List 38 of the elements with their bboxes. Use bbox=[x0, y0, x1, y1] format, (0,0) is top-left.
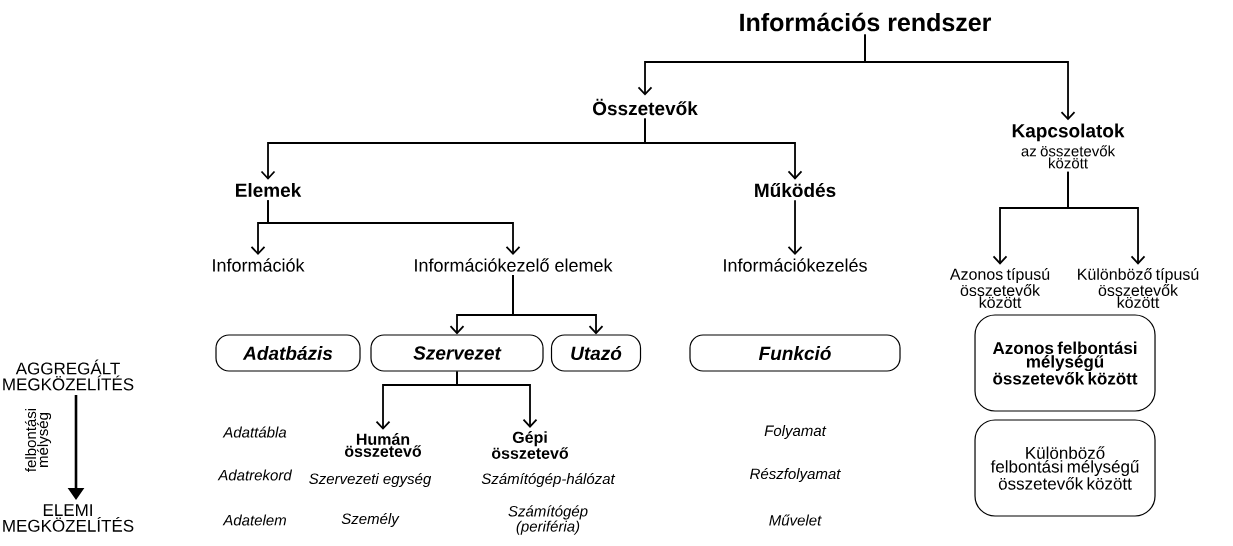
node-label: Azonos típusú összetevők között bbox=[949, 268, 1050, 308]
side-label: ELEMI MEGKÖZELÍTÉS bbox=[3, 504, 134, 532]
item-label: Művelet bbox=[769, 514, 822, 526]
item-label: Részfolyamat bbox=[750, 467, 841, 483]
heading-label: Működés bbox=[755, 182, 836, 198]
heading-label: Kapcsolatok az összetevők között bbox=[1012, 123, 1125, 169]
node-label: Információkezelő elemek bbox=[415, 258, 613, 272]
arrow bbox=[456, 370, 538, 428]
item-label: Adatelem bbox=[222, 514, 286, 526]
node-label: Információkezelés bbox=[724, 258, 867, 272]
item-label: Személy bbox=[341, 512, 400, 528]
title-label: Információs rendszer bbox=[740, 12, 992, 32]
axis-label: felbontási mélység bbox=[24, 408, 52, 472]
item-label: Számítógép-hálózat bbox=[481, 472, 616, 488]
side-label: AGGREGÁLT MEGKÖZELÍTÉS bbox=[3, 359, 134, 391]
rounded-box: Utazó bbox=[550, 334, 642, 372]
arrow bbox=[1067, 170, 1146, 265]
node-label: Különböző típusú összetevők között bbox=[1078, 268, 1199, 308]
item-label: Szervezeti egység bbox=[309, 472, 432, 488]
item-label: Adattábla bbox=[222, 426, 287, 438]
arrow bbox=[512, 274, 604, 335]
heading-label: Összetevők bbox=[593, 98, 698, 116]
item-label: Adatrekord bbox=[217, 469, 293, 481]
rounded-box: Funkció bbox=[689, 334, 901, 372]
arrow bbox=[787, 199, 803, 256]
arrow bbox=[864, 33, 1076, 121]
item-label: Számítógép (periféria) bbox=[508, 505, 588, 535]
node-label: Gépi összetevő bbox=[491, 431, 569, 459]
heading-label: Elemek bbox=[236, 183, 302, 197]
arrow bbox=[267, 199, 521, 256]
rounded-box: Szervezet bbox=[370, 334, 544, 372]
arrow bbox=[644, 117, 803, 180]
node-label: Információk bbox=[213, 258, 305, 272]
rounded-box: Különböző felbontási mélységű összetevők között bbox=[974, 419, 1156, 517]
rounded-box: Azonos felbontási mélységű összetevők között bbox=[974, 314, 1156, 412]
rounded-box: Adatbázis bbox=[215, 334, 361, 372]
item-label: Folyamat bbox=[764, 425, 827, 439]
node-label: Humán összetevő bbox=[344, 433, 422, 457]
